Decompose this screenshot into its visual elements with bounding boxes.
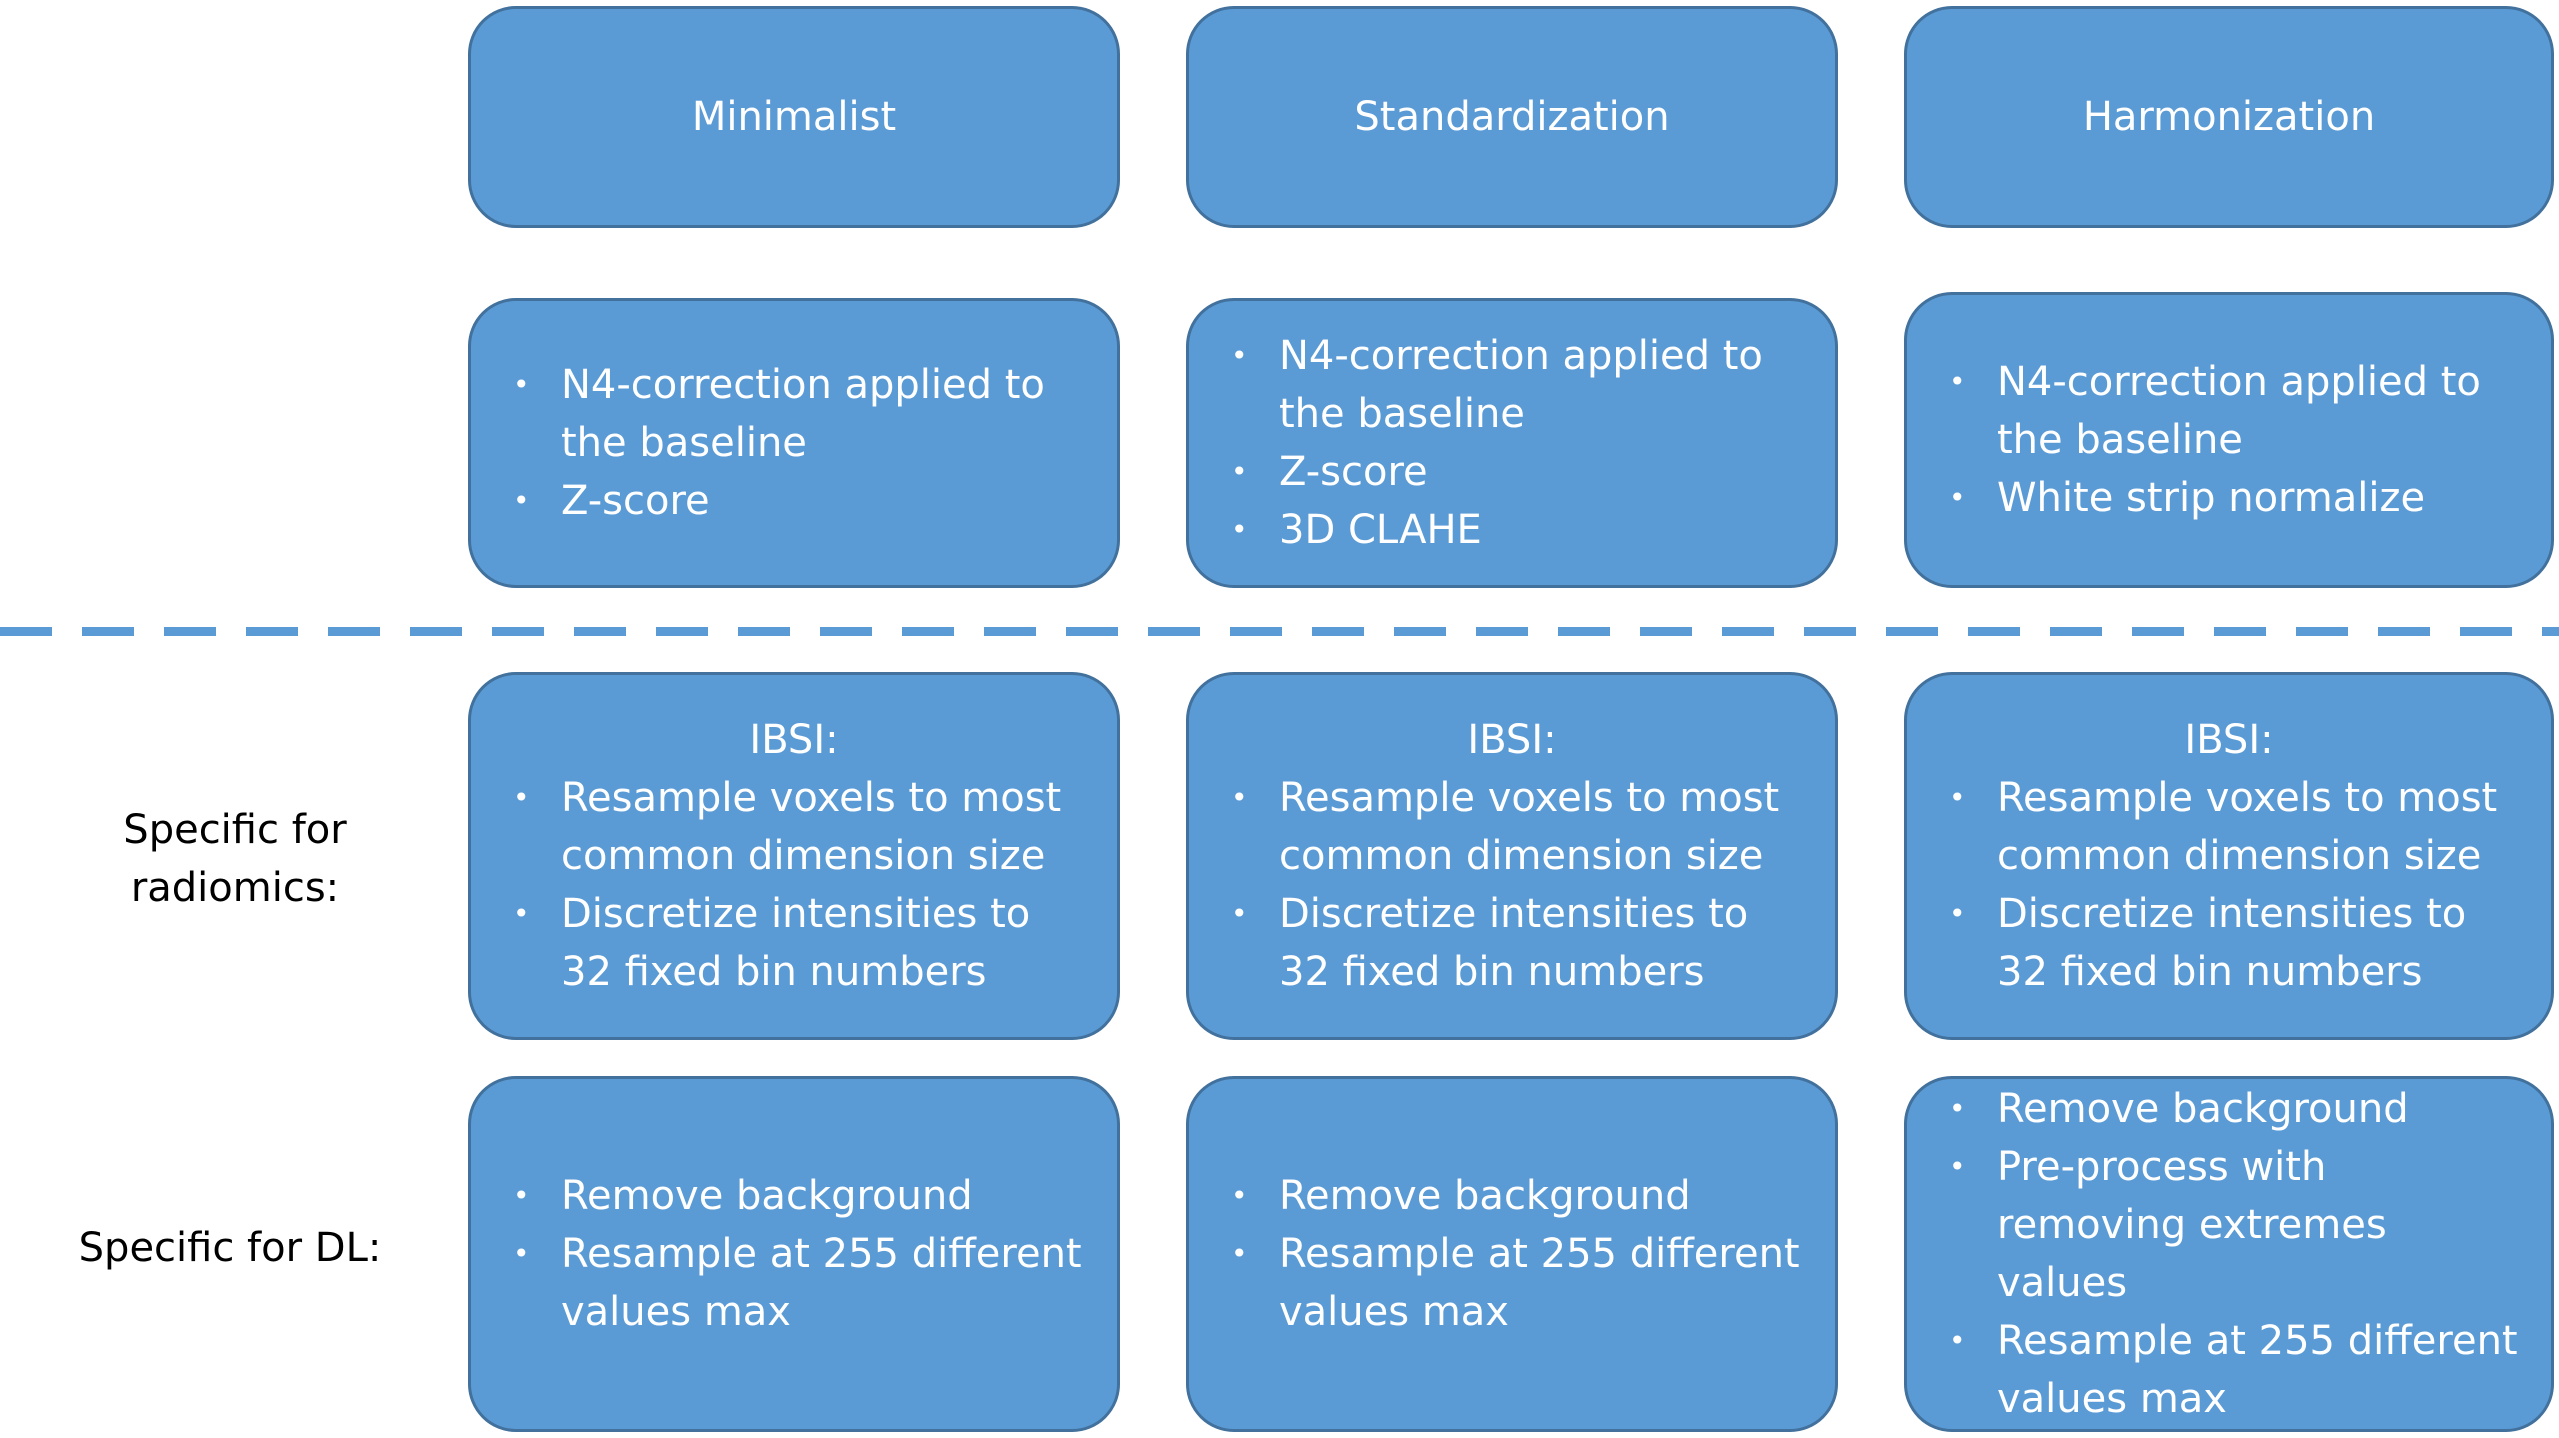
bullet-icon: •	[513, 1179, 530, 1212]
header-box-harmonization: Harmonization	[1904, 6, 2554, 228]
row-label-radiomics: Specific for radiomics:	[80, 801, 390, 917]
bullet-icon: •	[1231, 339, 1248, 372]
list-item: •Remove background	[501, 1167, 1087, 1225]
bullet-icon: •	[1949, 481, 1966, 514]
radiomics-box-minimalist: IBSI: •Resample voxels to most common di…	[468, 672, 1120, 1040]
dl-box-minimalist: •Remove background •Resample at 255 diff…	[468, 1076, 1120, 1432]
section-divider	[0, 627, 2559, 636]
list-item: •Resample at 255 different values max	[1937, 1312, 2521, 1428]
base-list-standardization: •N4-correction applied to the baseline •…	[1219, 327, 1805, 559]
bullet-icon: •	[513, 368, 530, 401]
bullet-icon: •	[1231, 1237, 1248, 1270]
bullet-icon: •	[513, 484, 530, 517]
list-item: •N4-correction applied to the baseline	[501, 356, 1087, 472]
bullet-icon: •	[1949, 365, 1966, 398]
dl-list-harmonization: •Remove background •Pre-process with rem…	[1937, 1080, 2521, 1428]
row-label-radiomics-text: Specific for radiomics:	[123, 807, 347, 911]
radiomics-box-harmonization: IBSI: •Resample voxels to most common di…	[1904, 672, 2554, 1040]
list-item: •Resample voxels to most common dimensio…	[1937, 769, 2521, 885]
radiomics-list-minimalist: •Resample voxels to most common dimensio…	[501, 769, 1087, 1001]
radiomics-list-standardization: •Resample voxels to most common dimensio…	[1219, 769, 1805, 1001]
list-item: •Remove background	[1219, 1167, 1805, 1225]
radiomics-heading: IBSI:	[749, 717, 839, 763]
list-item: •Discretize intensities to 32 fixed bin …	[501, 885, 1087, 1001]
dl-box-harmonization: •Remove background •Pre-process with rem…	[1904, 1076, 2554, 1432]
list-item: •White strip normalize	[1937, 469, 2521, 527]
base-list-minimalist: •N4-correction applied to the baseline •…	[501, 356, 1087, 530]
list-item: •N4-correction applied to the baseline	[1937, 353, 2521, 469]
list-item: •Resample at 255 different values max	[1219, 1225, 1805, 1341]
bullet-icon: •	[1949, 1092, 1966, 1125]
radiomics-heading: IBSI:	[2184, 717, 2274, 763]
bullet-icon: •	[513, 781, 530, 814]
bullet-icon: •	[1231, 897, 1248, 930]
list-item: •Resample voxels to most common dimensio…	[1219, 769, 1805, 885]
list-item: •Resample at 255 different values max	[501, 1225, 1087, 1341]
list-item: •Z-score	[501, 472, 1087, 530]
list-item: •N4-correction applied to the baseline	[1219, 327, 1805, 443]
list-item: •Remove background	[1937, 1080, 2521, 1138]
header-box-standardization: Standardization	[1186, 6, 1838, 228]
list-item: •Pre-process with removing extremes valu…	[1937, 1138, 2521, 1312]
list-item: •Discretize intensities to 32 fixed bin …	[1219, 885, 1805, 1001]
bullet-icon: •	[513, 1237, 530, 1270]
bullet-icon: •	[1231, 1179, 1248, 1212]
header-box-minimalist: Minimalist	[468, 6, 1120, 228]
bullet-icon: •	[1949, 781, 1966, 814]
base-box-minimalist: •N4-correction applied to the baseline •…	[468, 298, 1120, 588]
list-item: •Z-score	[1219, 443, 1805, 501]
header-label-minimalist: Minimalist	[691, 94, 897, 140]
base-box-harmonization: •N4-correction applied to the baseline •…	[1904, 292, 2554, 588]
base-box-standardization: •N4-correction applied to the baseline •…	[1186, 298, 1838, 588]
bullet-icon: •	[1231, 455, 1248, 488]
radiomics-list-harmonization: •Resample voxels to most common dimensio…	[1937, 769, 2521, 1001]
header-label-standardization: Standardization	[1354, 94, 1670, 140]
bullet-icon: •	[1949, 1150, 1966, 1183]
bullet-icon: •	[1231, 781, 1248, 814]
base-list-harmonization: •N4-correction applied to the baseline •…	[1937, 353, 2521, 527]
row-label-dl-text: Specific for DL:	[78, 1225, 382, 1271]
bullet-icon: •	[1231, 513, 1248, 546]
radiomics-heading: IBSI:	[1467, 717, 1557, 763]
bullet-icon: •	[513, 897, 530, 930]
bullet-icon: •	[1949, 897, 1966, 930]
list-item: •3D CLAHE	[1219, 501, 1805, 559]
header-label-harmonization: Harmonization	[2082, 94, 2376, 140]
row-label-dl: Specific for DL:	[60, 1219, 400, 1277]
radiomics-box-standardization: IBSI: •Resample voxels to most common di…	[1186, 672, 1838, 1040]
dl-box-standardization: •Remove background •Resample at 255 diff…	[1186, 1076, 1838, 1432]
dl-list-minimalist: •Remove background •Resample at 255 diff…	[501, 1167, 1087, 1341]
list-item: •Resample voxels to most common dimensio…	[501, 769, 1087, 885]
list-item: •Discretize intensities to 32 fixed bin …	[1937, 885, 2521, 1001]
bullet-icon: •	[1949, 1324, 1966, 1357]
dl-list-standardization: •Remove background •Resample at 255 diff…	[1219, 1167, 1805, 1341]
